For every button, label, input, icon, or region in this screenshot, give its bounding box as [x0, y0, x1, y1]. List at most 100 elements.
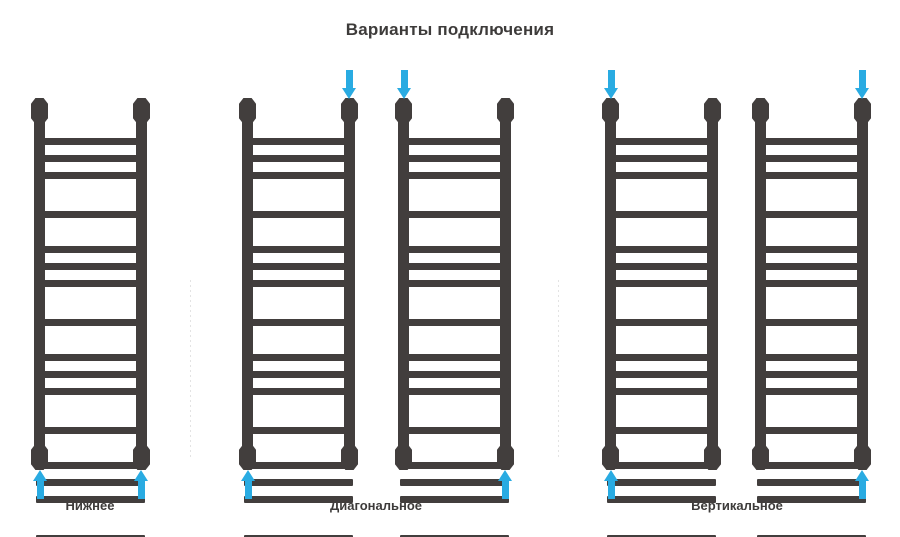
towel-rail-bottom-1 — [31, 98, 150, 537]
rung — [36, 462, 145, 469]
rung — [36, 246, 145, 253]
rung — [400, 263, 509, 270]
rung — [244, 280, 353, 287]
rung — [607, 155, 716, 162]
rung — [757, 354, 866, 361]
flow-arrow-down-icon — [604, 70, 619, 99]
rung — [757, 427, 866, 434]
rung — [607, 388, 716, 395]
flow-arrow-up-icon — [134, 470, 149, 499]
rung — [36, 354, 145, 361]
towel-rail-diagonal-2 — [395, 98, 514, 537]
towel-rail-vertical-1 — [602, 98, 721, 537]
flow-arrow-down-icon — [342, 70, 357, 99]
arrow-shaft — [859, 70, 866, 89]
rung — [244, 535, 353, 537]
rung — [400, 535, 509, 537]
rung — [244, 263, 353, 270]
rung — [607, 263, 716, 270]
rung — [400, 427, 509, 434]
rung — [757, 388, 866, 395]
rung — [244, 211, 353, 218]
flow-arrow-up-icon — [604, 470, 619, 499]
rung — [400, 138, 509, 145]
arrow-shaft — [401, 70, 408, 89]
towel-rail-diagonal-1 — [239, 98, 358, 537]
arrow-shaft — [37, 480, 44, 499]
rung — [607, 211, 716, 218]
flow-arrow-up-icon — [855, 470, 870, 499]
rung — [244, 371, 353, 378]
flow-arrow-up-icon — [33, 470, 48, 499]
rung — [400, 496, 509, 503]
connector-cap-top-left — [752, 98, 769, 124]
arrow-head — [604, 470, 618, 481]
rung — [244, 462, 353, 469]
rung — [607, 462, 716, 469]
rung — [244, 496, 353, 503]
rung — [36, 479, 145, 486]
flow-arrow-down-icon — [397, 70, 412, 99]
connector-cap-top-left — [395, 98, 412, 124]
arrow-head — [855, 88, 869, 99]
rung — [244, 388, 353, 395]
rung — [244, 427, 353, 434]
arrow-head — [855, 470, 869, 481]
flow-arrow-up-icon — [241, 470, 256, 499]
rung — [244, 155, 353, 162]
rung — [36, 371, 145, 378]
rung — [757, 462, 866, 469]
rung — [757, 246, 866, 253]
rung — [757, 138, 866, 145]
arrow-shaft — [245, 480, 252, 499]
connector-cap-top-left — [602, 98, 619, 124]
rung — [400, 172, 509, 179]
rung — [400, 462, 509, 469]
towel-rail-vertical-2 — [752, 98, 871, 537]
flow-arrow-down-icon — [855, 70, 870, 99]
rung — [400, 211, 509, 218]
rung — [36, 172, 145, 179]
connector-cap-top-right — [497, 98, 514, 124]
rung — [244, 354, 353, 361]
connector-cap-top-right — [133, 98, 150, 124]
connector-cap-top-right — [341, 98, 358, 124]
rung — [36, 280, 145, 287]
rung — [36, 155, 145, 162]
arrow-shaft — [502, 480, 509, 499]
rung — [607, 371, 716, 378]
rung — [607, 427, 716, 434]
arrow-shaft — [608, 70, 615, 89]
rung — [400, 155, 509, 162]
rung — [607, 319, 716, 326]
rung — [36, 263, 145, 270]
rung — [607, 138, 716, 145]
rung — [757, 263, 866, 270]
rung — [757, 172, 866, 179]
connector-cap-top-right — [854, 98, 871, 124]
rung — [400, 354, 509, 361]
rung — [400, 371, 509, 378]
rung — [757, 496, 866, 503]
connector-cap-top-left — [239, 98, 256, 124]
arrow-head — [241, 470, 255, 481]
rung — [757, 280, 866, 287]
rung — [36, 388, 145, 395]
arrow-shaft — [346, 70, 353, 89]
section-divider — [558, 280, 559, 460]
rung — [757, 479, 866, 486]
rung — [36, 427, 145, 434]
connector-cap-top-left — [31, 98, 48, 124]
rung — [757, 319, 866, 326]
page-title: Варианты подключения — [345, 20, 555, 39]
arrow-head — [604, 88, 618, 99]
rung — [244, 479, 353, 486]
rung — [757, 371, 866, 378]
rung — [400, 280, 509, 287]
arrow-head — [342, 88, 356, 99]
section-divider — [190, 280, 191, 460]
rung — [607, 280, 716, 287]
rung — [36, 211, 145, 218]
rung — [757, 535, 866, 537]
